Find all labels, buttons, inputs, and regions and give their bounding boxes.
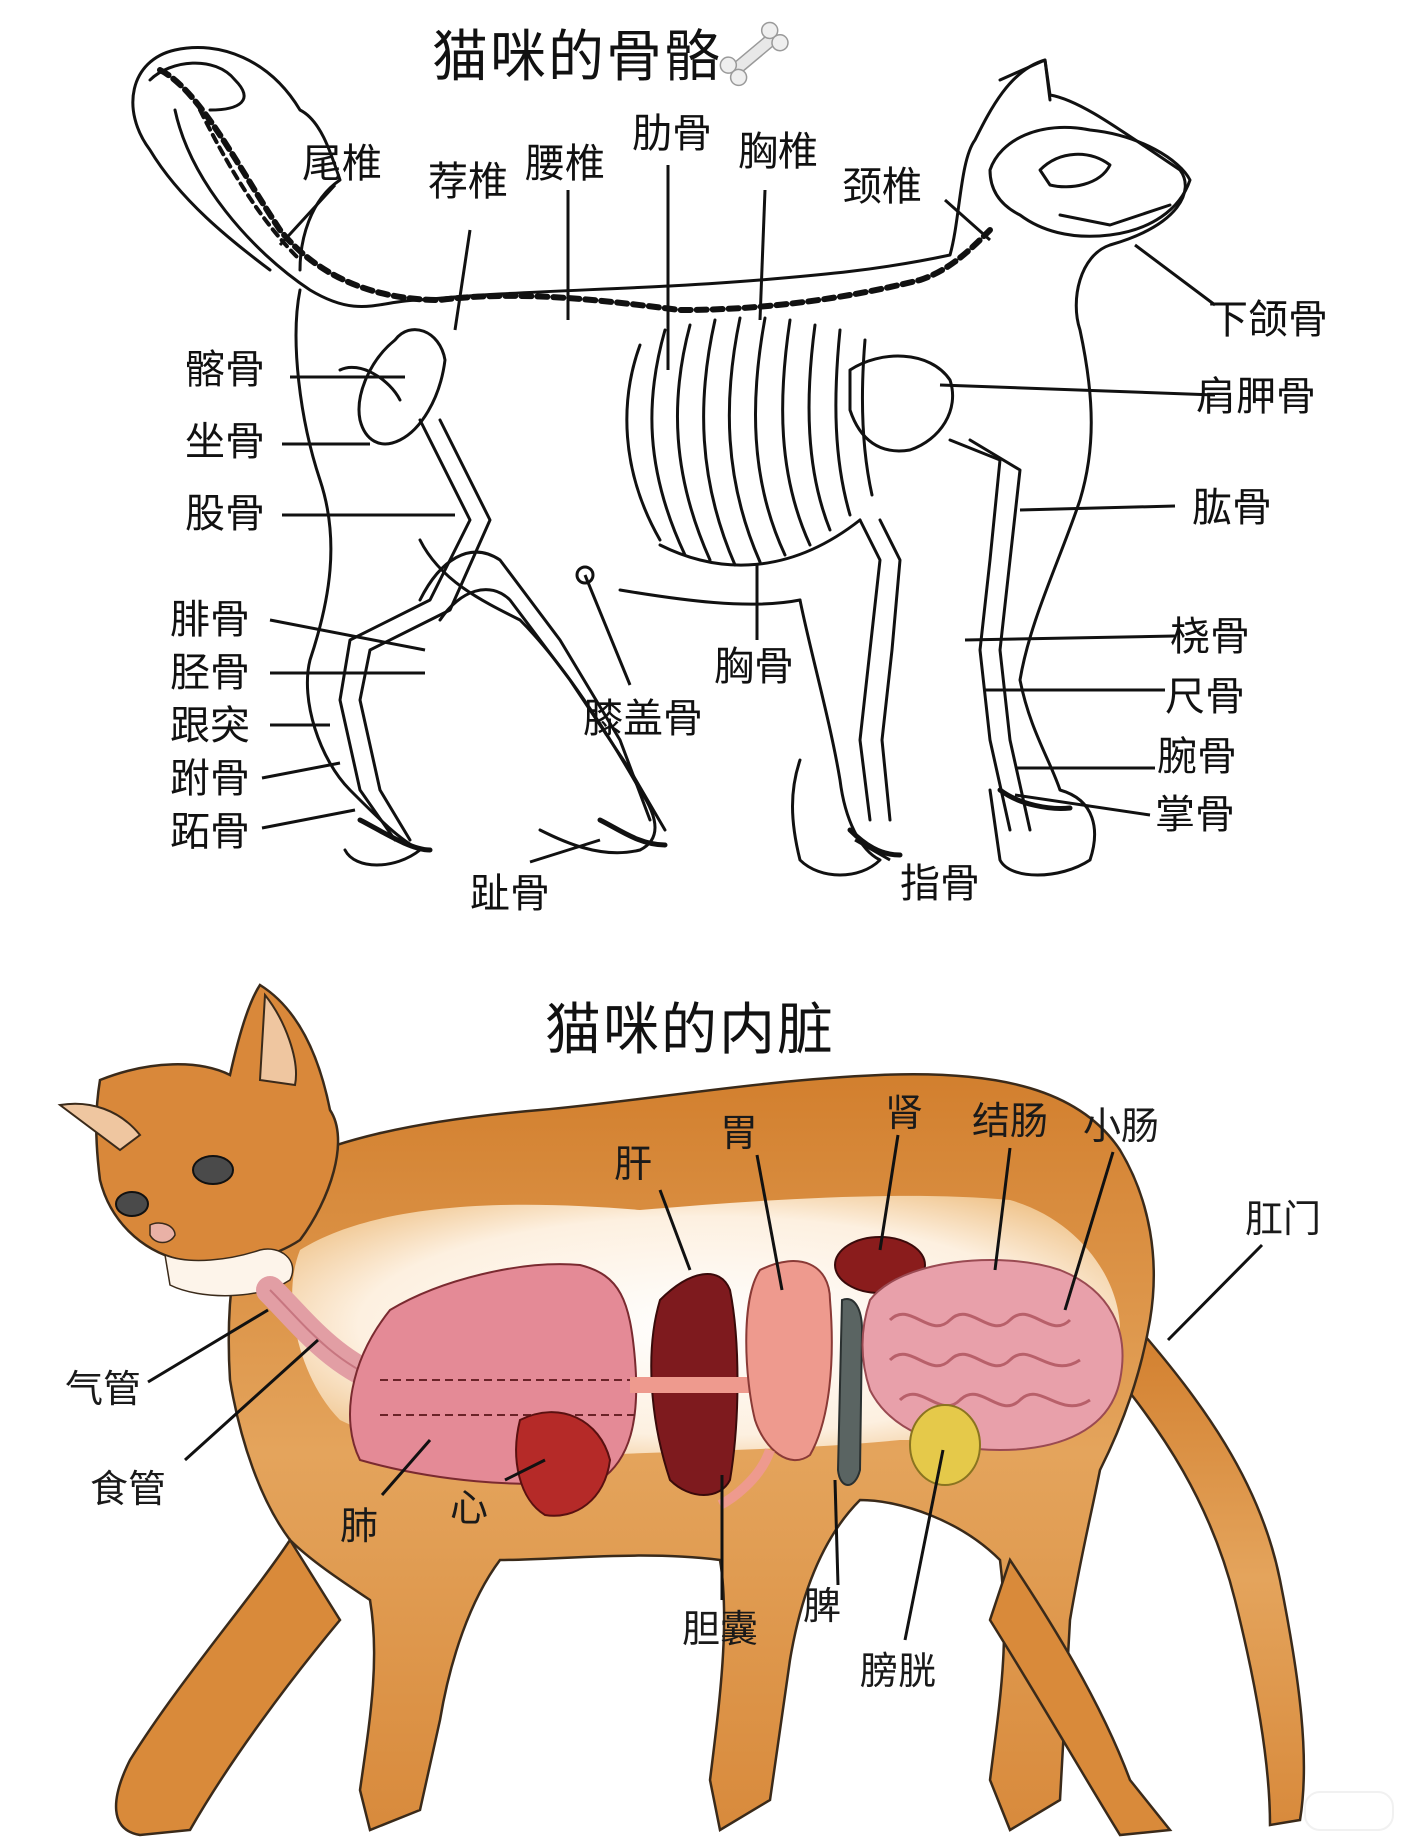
label-toe-bones: 趾骨 — [470, 871, 550, 917]
cat-skeleton-illustration — [131, 46, 1216, 877]
label-kidney: 肾 — [885, 1091, 924, 1135]
label-spleen: 脾 — [803, 1584, 842, 1628]
watermark — [1304, 1791, 1394, 1831]
label-metacarpals: 掌骨 — [1155, 792, 1235, 838]
label-liver: 肝 — [614, 1142, 653, 1186]
label-trachea: 气管 — [65, 1367, 142, 1411]
label-lumbar-vertebrae: 腰椎 — [525, 141, 605, 187]
label-heart: 心 — [450, 1486, 489, 1530]
label-thoracic-vertebrae: 胸椎 — [738, 129, 818, 175]
label-ischium: 坐骨 — [185, 419, 265, 465]
label-gallbladder: 胆囊 — [682, 1607, 759, 1651]
label-tibia: 胫骨 — [170, 650, 250, 696]
label-sternum: 胸骨 — [714, 644, 794, 690]
label-femur: 股骨 — [185, 491, 265, 537]
label-esophagus: 食管 — [90, 1467, 167, 1511]
label-fibula: 腓骨 — [170, 597, 250, 643]
label-caudal-vertebrae: 尾椎 — [302, 141, 382, 187]
label-radius: 桡骨 — [1170, 614, 1250, 660]
label-ilium: 髂骨 — [185, 347, 265, 393]
label-colon: 结肠 — [972, 1099, 1049, 1143]
label-metatarsals: 跖骨 — [170, 809, 250, 855]
organs-title-text: 猫咪的内脏 — [545, 998, 835, 1063]
label-finger-bones: 指骨 — [900, 861, 980, 907]
label-carpals: 腕骨 — [1157, 734, 1237, 780]
label-lung: 肺 — [340, 1504, 379, 1548]
label-sacral-vertebrae: 荐椎 — [428, 159, 508, 205]
label-humerus: 肱骨 — [1192, 485, 1272, 531]
label-ulna: 尺骨 — [1165, 674, 1245, 720]
label-anus: 肛门 — [1245, 1197, 1322, 1241]
skeleton-title-text: 猫咪的骨骼 — [432, 25, 722, 90]
organs-title: 猫咪的内脏 — [545, 985, 835, 1066]
label-tarsals: 跗骨 — [170, 756, 250, 802]
label-scapula: 肩胛骨 — [1196, 374, 1316, 420]
label-mandible: 下颌骨 — [1208, 297, 1328, 343]
label-stomach: 胃 — [720, 1111, 759, 1155]
label-calcaneus: 跟突 — [170, 703, 250, 749]
label-patella: 膝盖骨 — [583, 696, 703, 742]
label-bladder: 膀胱 — [860, 1649, 937, 1693]
label-ribs: 肋骨 — [632, 111, 712, 157]
label-cervical-vertebrae: 颈椎 — [842, 164, 922, 210]
label-small-intestine: 小肠 — [1083, 1104, 1160, 1148]
skeleton-title: 猫咪的骨骼 — [432, 12, 722, 93]
